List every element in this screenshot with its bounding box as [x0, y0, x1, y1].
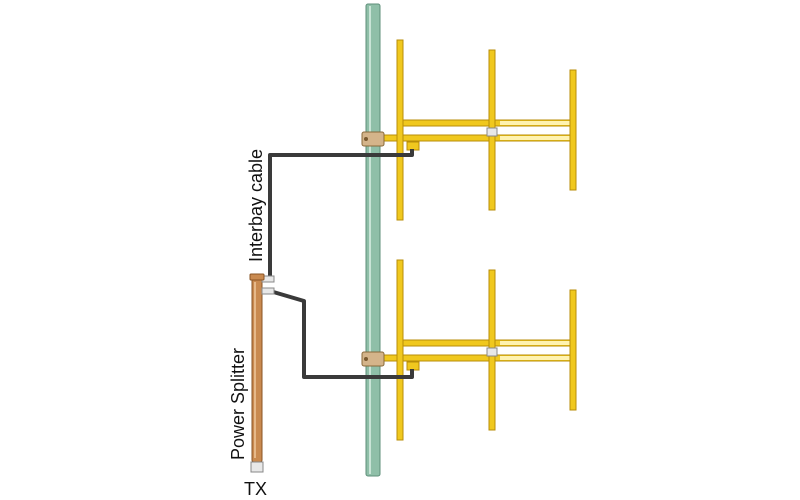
lower-mast-clamp [361, 351, 385, 367]
splitter-top-cap [249, 273, 265, 281]
lower-dipole-connector [486, 347, 498, 357]
power-splitter-label: Power Splitter [228, 348, 248, 460]
upper-feed-connector [406, 141, 420, 151]
power-splitter-tube [251, 277, 263, 463]
upper-yagi-bay [361, 39, 577, 221]
lower-yagi-bay [361, 259, 577, 441]
lower-boom-sheen-2 [500, 356, 570, 360]
interbay-cable-upper [268, 149, 414, 278]
lower-director-element [569, 289, 577, 411]
power-splitter [249, 273, 275, 473]
upper-director-element [569, 69, 577, 191]
upper-reflector-element [396, 39, 404, 221]
lower-boom-sheen [500, 341, 570, 345]
upper-mast-clamp [361, 131, 385, 147]
upper-dipole-connector [486, 127, 498, 137]
upper-boom-sheen-2 [500, 136, 570, 140]
lower-reflector-element [396, 259, 404, 441]
upper-clamp-bolt [364, 137, 368, 141]
mast [365, 3, 381, 477]
lower-feed-connector [406, 361, 420, 371]
tx-label: TX [244, 479, 267, 499]
interbay-cable-lower [269, 289, 414, 379]
interbay-cable-label: Interbay cable [246, 149, 266, 262]
upper-boom-sheen [500, 121, 570, 125]
lower-clamp-bolt [364, 357, 368, 361]
tx-input-connector [250, 461, 264, 473]
splitter-output-port-2 [261, 287, 275, 295]
